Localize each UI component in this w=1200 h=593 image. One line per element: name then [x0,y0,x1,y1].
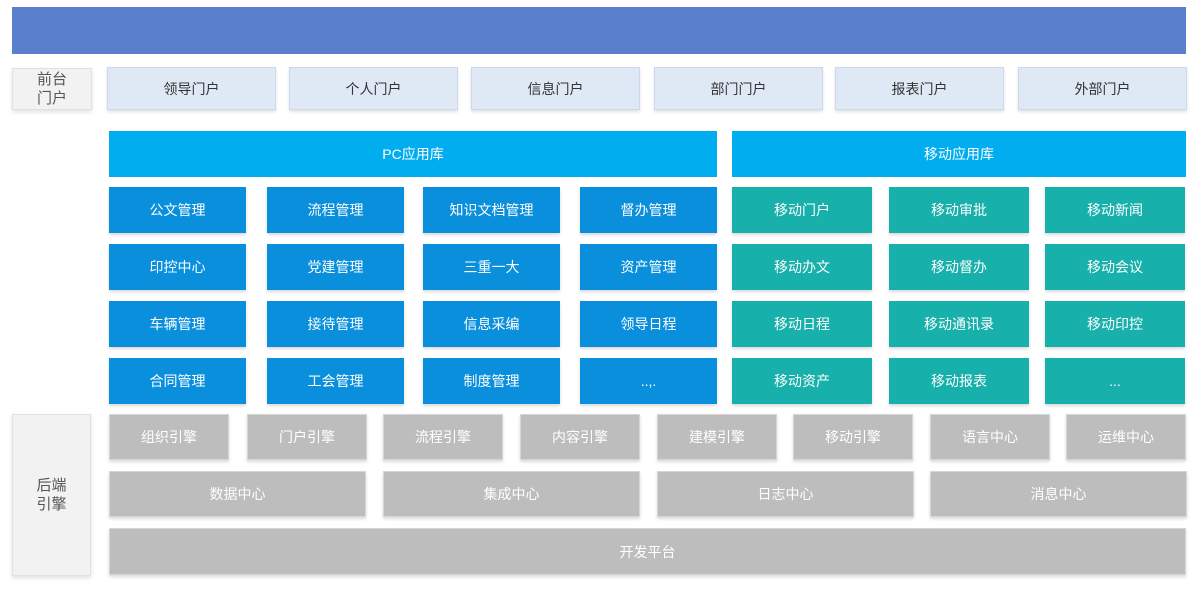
mobile-app-item: 移动会议 [1045,244,1185,290]
center-item: 集成中心 [383,471,640,517]
center-item: 数据中心 [109,471,366,517]
mobile-library-header: 移动应用库 [732,131,1186,177]
engine-item: 组织引擎 [109,414,229,460]
pc-app-item: 制度管理 [423,358,560,404]
pc-app-item: 信息采编 [423,301,560,347]
pc-app-item: 工会管理 [267,358,404,404]
engine-item: 门户引擎 [247,414,367,460]
pc-library-header: PC应用库 [109,131,717,177]
center-item: 消息中心 [930,471,1187,517]
mobile-app-item: 移动通讯录 [889,301,1029,347]
portal-item: 部门门户 [654,67,823,110]
pc-app-item: 车辆管理 [109,301,246,347]
portal-item: 报表门户 [835,67,1004,110]
engine-item: 流程引擎 [383,414,503,460]
mobile-app-item: 移动新闻 [1045,187,1185,233]
center-item: 日志中心 [657,471,914,517]
mobile-app-item: 移动印控 [1045,301,1185,347]
pc-app-item: 印控中心 [109,244,246,290]
pc-app-item: 督办管理 [580,187,717,233]
pc-app-item: 知识文档管理 [423,187,560,233]
pc-app-item: 资产管理 [580,244,717,290]
pc-app-item: 三重一大 [423,244,560,290]
portal-item: 个人门户 [289,67,458,110]
mobile-app-item: 移动资产 [732,358,872,404]
engine-item: 内容引擎 [520,414,640,460]
mobile-app-item: 移动报表 [889,358,1029,404]
backend-label: 后端 引擎 [12,414,91,576]
mobile-app-item: 移动办文 [732,244,872,290]
portal-item: 信息门户 [471,67,640,110]
pc-app-item: ..,. [580,358,717,404]
pc-app-item: 公文管理 [109,187,246,233]
engine-item: 运维中心 [1066,414,1186,460]
portal-item: 领导门户 [107,67,276,110]
mobile-app-item: ... [1045,358,1185,404]
pc-app-item: 党建管理 [267,244,404,290]
engine-item: 移动引擎 [793,414,913,460]
engine-item: 语言中心 [930,414,1050,460]
top-banner [12,7,1186,54]
mobile-app-item: 移动门户 [732,187,872,233]
dev-platform: 开发平台 [109,528,1186,575]
pc-app-item: 接待管理 [267,301,404,347]
portal-item: 外部门户 [1018,67,1187,110]
engine-item: 建模引擎 [657,414,777,460]
pc-app-item: 领导日程 [580,301,717,347]
frontend-label: 前台 门户 [12,68,92,110]
mobile-app-item: 移动审批 [889,187,1029,233]
pc-app-item: 流程管理 [267,187,404,233]
pc-app-item: 合同管理 [109,358,246,404]
mobile-app-item: 移动日程 [732,301,872,347]
mobile-app-item: 移动督办 [889,244,1029,290]
